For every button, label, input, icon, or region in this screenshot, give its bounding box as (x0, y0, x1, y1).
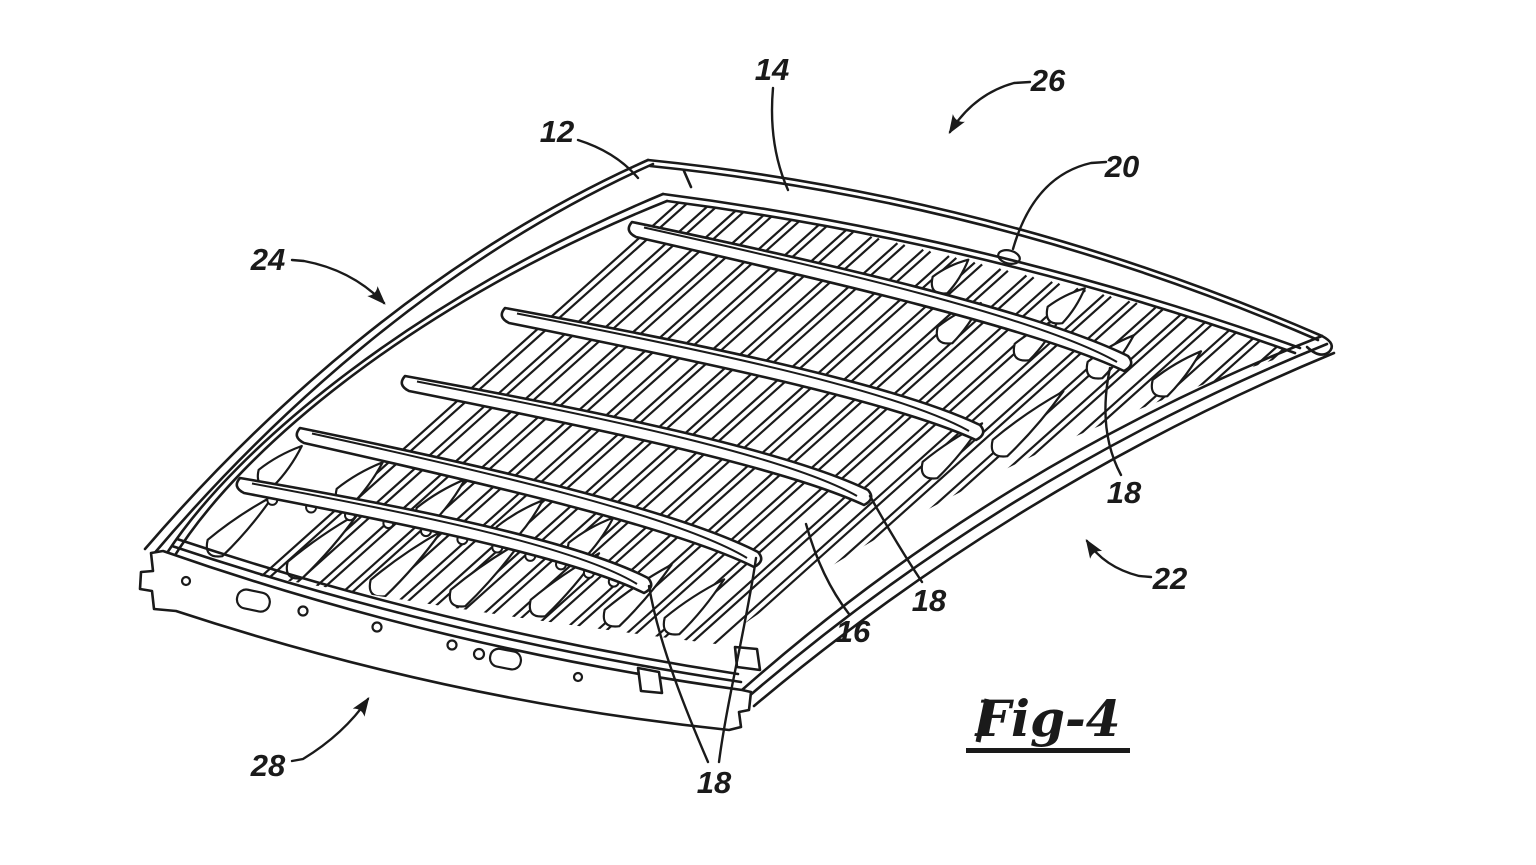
roof-rib (563, 287, 1079, 644)
roof-rib (622, 302, 1138, 644)
roof-panel-hole (997, 249, 1021, 265)
left-rail-outer-line (143, 158, 650, 551)
stiffening-dart (1045, 287, 1086, 325)
ref-label-14: 14 (755, 52, 789, 87)
header-hole (472, 647, 486, 661)
ref-label-18: 18 (697, 765, 732, 800)
roof-bow-inner-line (416, 380, 858, 497)
header-hole (297, 605, 309, 617)
roof-near-edge (170, 334, 1336, 708)
roof-bow-inner-line (643, 226, 1118, 363)
left-rail-panel-boundary (170, 199, 669, 562)
stiffening-dart (205, 494, 275, 558)
roof-rib (544, 282, 1061, 644)
figure-label-underline (966, 748, 1130, 753)
roof-bow (500, 306, 985, 442)
ref-leader-18 (868, 494, 924, 584)
roof-bow-inner-line (311, 432, 748, 559)
figure-label-text: Fig-4 (974, 689, 1121, 748)
ref-leader-26 (948, 80, 1032, 135)
ref-label-24: 24 (250, 242, 285, 277)
ref-leader-24 (290, 258, 386, 305)
header-hole (371, 621, 383, 633)
front-fold-line1 (175, 537, 740, 676)
top-rail-panel-boundary (665, 199, 1297, 355)
roof-rib (485, 268, 1002, 644)
stiffening-dart (1150, 350, 1203, 398)
ref-leader-12 (576, 138, 640, 180)
ref-label-20: 20 (1104, 149, 1139, 184)
ref-label-18: 18 (912, 583, 947, 618)
ref-leader-20 (1011, 160, 1108, 251)
roof-bow-inner-line (516, 312, 970, 432)
header-hole (572, 671, 584, 683)
header-slot (488, 647, 523, 671)
top-rail-inner-line (661, 192, 1302, 350)
near-edge-line1 (740, 334, 1324, 692)
header-hole (180, 575, 192, 587)
reference-annotations: 12 14 26 20 24 22 28 16 18 18 18 (250, 52, 1187, 800)
header-corner-tab (636, 666, 664, 695)
roof-bow (627, 220, 1133, 373)
header-slot (235, 588, 271, 613)
ref-leader-14 (770, 86, 790, 192)
roof-panel (176, 201, 1295, 644)
near-edge-line3 (752, 351, 1336, 708)
ref-label-22: 22 (1152, 561, 1187, 596)
header-hole (446, 639, 458, 651)
near-edge-line2 (746, 342, 1329, 699)
roof-rib (589, 293, 1105, 644)
ref-leader-22 (1085, 539, 1153, 579)
top-rail-outer-line2 (648, 164, 1320, 342)
roof-bow (400, 374, 873, 507)
ref-leader-28 (290, 697, 370, 763)
left-rail-inner-line (165, 192, 665, 555)
roof-side-rails (143, 158, 1334, 562)
stiffening-dart (256, 444, 303, 488)
roof-rib (570, 289, 1087, 644)
front-fold-line2 (170, 544, 743, 684)
stiffening-dart (448, 540, 523, 608)
roof-rib (596, 295, 1112, 644)
rail-corner-joint (682, 169, 693, 189)
ref-label-12: 12 (540, 114, 574, 149)
ref-leader-18 (717, 556, 758, 764)
roof-rib (518, 276, 1035, 644)
roof-bow (235, 476, 653, 595)
front-header-panel (138, 549, 762, 732)
ref-label-26: 26 (1030, 63, 1066, 98)
roof-rib (537, 281, 1053, 644)
stiffening-dart (368, 530, 443, 598)
roof-rib (614, 300, 1131, 644)
figure-label: Fig-4 (966, 689, 1130, 753)
ref-label-28: 28 (250, 748, 286, 783)
roof-rib (460, 261, 976, 644)
roof-rib (493, 269, 1009, 644)
stiffening-dart (662, 578, 726, 636)
figure-label-f-stroke (975, 698, 990, 743)
ref-leader-16 (804, 522, 851, 616)
rail-right-tip-curl (1305, 334, 1334, 356)
roof-bow-inner-line (251, 482, 638, 585)
front-header-body (138, 549, 753, 732)
top-rail-outer-line (646, 158, 1324, 338)
left-rail-outer-line2 (150, 162, 655, 558)
roof-rib (467, 263, 983, 644)
ref-label-18: 18 (1107, 475, 1142, 510)
roof-rib (511, 274, 1028, 644)
roof-bows (235, 220, 1133, 595)
ref-leader-18 (647, 584, 710, 764)
stiffening-dart (990, 390, 1065, 458)
roof-rib (692, 319, 1208, 644)
ref-leader-18 (1104, 366, 1123, 477)
ref-label-16: 16 (836, 614, 871, 649)
